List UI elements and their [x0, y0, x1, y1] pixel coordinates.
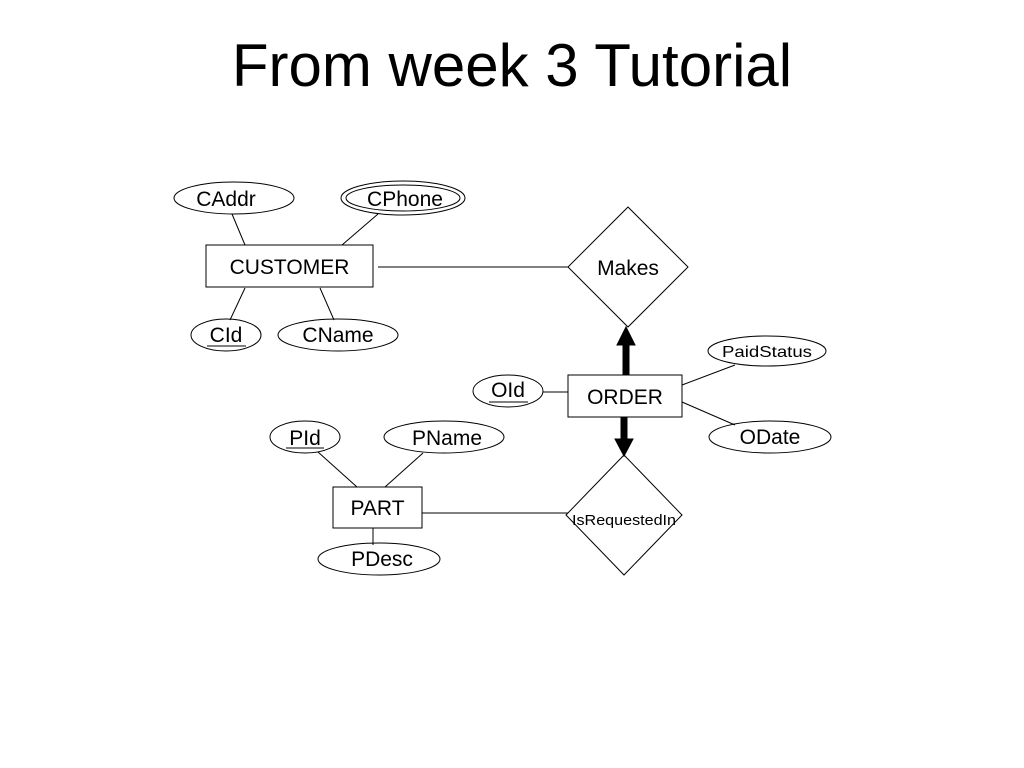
line-customer-caddr	[231, 213, 246, 246]
attribute-pid-ellipse	[269, 420, 341, 454]
arrow-order-makes-head	[616, 325, 636, 346]
attribute-cname-label: CName	[302, 324, 373, 347]
line-order-odate	[681, 401, 736, 426]
attribute-odate-ellipse	[708, 420, 832, 454]
line-order-paidstatus	[681, 364, 736, 386]
attribute-paidstatus-label: PaidStatus	[722, 344, 812, 361]
line-customer-cid	[229, 287, 246, 321]
attribute-pdesc-label: PDesc	[351, 548, 413, 571]
attribute-oid-label: OId	[491, 379, 525, 402]
attribute-pid-label: PId	[289, 427, 321, 450]
attribute-paidstatus-ellipse	[707, 335, 827, 367]
attribute-cphone-ellipse-outer	[340, 180, 466, 216]
attribute-caddr-label: CAddr	[196, 188, 256, 211]
arrow-order-isrequestedin-head	[614, 438, 634, 458]
relationship-isrequestedin-label: IsRequestedIn	[572, 512, 676, 529]
line-part-pid	[317, 451, 358, 488]
relationship-makes-label: Makes	[597, 257, 659, 280]
attribute-pname-label: PName	[412, 427, 482, 450]
entity-order-label: ORDER	[587, 386, 663, 409]
attribute-cphone-label: CPhone	[367, 188, 443, 211]
attribute-cid-ellipse	[190, 318, 262, 352]
attribute-cid-label: CId	[210, 324, 243, 347]
line-part-pname	[384, 452, 424, 488]
entity-customer-box	[205, 244, 374, 288]
attribute-oid-ellipse	[472, 374, 544, 408]
attribute-pdesc-ellipse	[317, 542, 441, 576]
relationship-makes-diamond	[567, 206, 689, 328]
line-customer-cname	[319, 287, 335, 321]
relationship-isrequestedin-diamond	[565, 454, 683, 576]
entity-customer-label: CUSTOMER	[230, 256, 350, 279]
attribute-cphone-ellipse-inner	[345, 184, 461, 212]
slide-title: From week 3 Tutorial	[231, 32, 793, 99]
entity-part-box	[332, 486, 423, 529]
line-customer-cphone	[341, 213, 379, 246]
attribute-odate-label: ODate	[740, 426, 801, 449]
attribute-pname-ellipse	[383, 420, 505, 454]
entity-part-label: PART	[350, 497, 404, 520]
attribute-caddr-ellipse	[173, 181, 295, 215]
attribute-cname-ellipse	[277, 318, 399, 352]
